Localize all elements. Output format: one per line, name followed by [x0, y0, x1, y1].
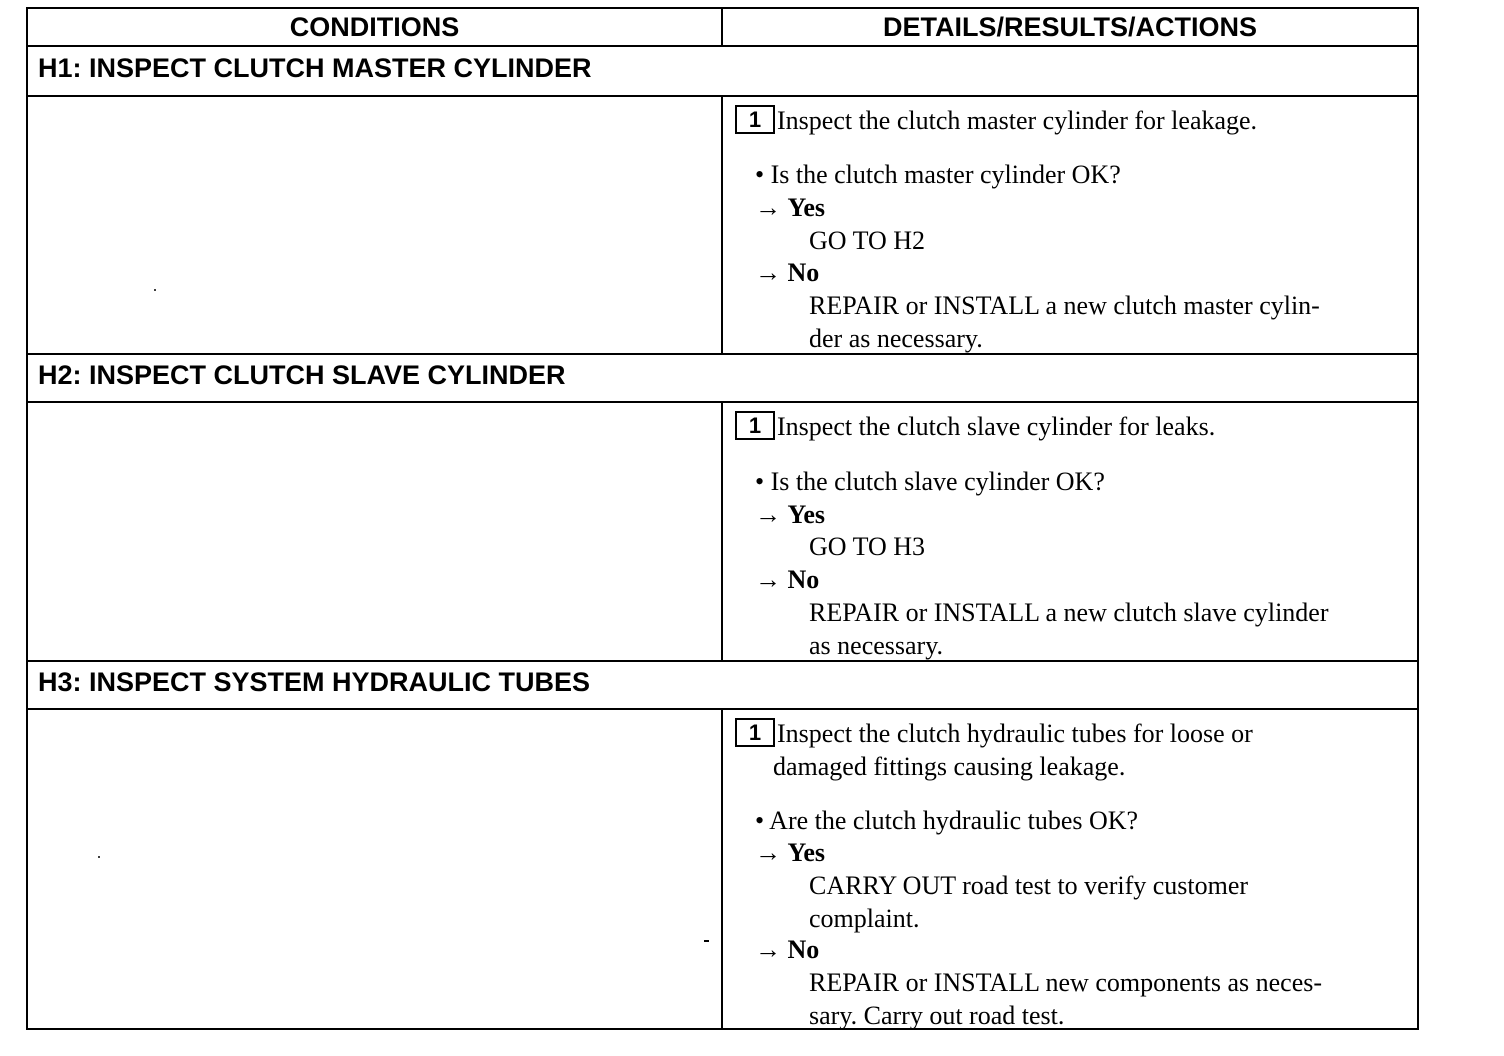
question-h2: • Is the clutch slave cylinder OK?	[755, 467, 1105, 496]
arrow-right-icon: →	[755, 500, 781, 529]
no-label: No	[787, 565, 820, 594]
question-h1: • Is the clutch master cylinder OK?	[755, 160, 1121, 189]
diagnostic-table: CONDITIONS DETAILS/RESULTS/ACTIONS H1: I…	[26, 7, 1419, 1030]
section-title-row-h2: H2: INSPECT CLUTCH SLAVE CYLINDER	[28, 355, 1417, 403]
no-action-h3: REPAIR or INSTALL new components as nece…	[809, 968, 1323, 1030]
section-title-row-h1: H1: INSPECT CLUTCH MASTER CYLINDER	[28, 47, 1417, 97]
arrow-right-icon: →	[755, 838, 781, 867]
no-action-h1: REPAIR or INSTALL a new clutch master cy…	[809, 291, 1320, 353]
step-text: Inspect the clutch slave cylinder for le…	[777, 412, 1216, 441]
step-number-box: 1	[735, 105, 775, 134]
arrow-right-icon: →	[755, 258, 781, 287]
step-number-box: 1	[735, 411, 775, 440]
conditions-cell-h2	[28, 403, 723, 660]
step-number-box: 1	[735, 718, 775, 747]
yes-action-h3: CARRY OUT road test to verify customer c…	[809, 871, 1249, 933]
yes-action-h1: GO TO H2	[809, 226, 926, 255]
yes-action-h2: GO TO H3	[809, 532, 926, 561]
arrow-right-icon: →	[755, 193, 781, 222]
step-text: Inspect the clutch master cylinder for l…	[777, 106, 1258, 135]
yes-branch-h1: → Yes	[755, 192, 825, 225]
section-title-row-h3: H3: INSPECT SYSTEM HYDRAULIC TUBES	[28, 662, 1417, 710]
conditions-cell-h1	[28, 97, 723, 353]
no-action-h2: REPAIR or INSTALL a new clutch slave cyl…	[809, 598, 1329, 660]
yes-label: Yes	[787, 500, 826, 529]
no-branch-h3: → No	[755, 934, 819, 967]
no-label: No	[787, 935, 820, 964]
arrow-right-icon: →	[755, 565, 781, 594]
no-branch-h2: → No	[755, 564, 819, 597]
question-h3: • Are the clutch hydraulic tubes OK?	[755, 806, 1139, 835]
step-text-line2: damaged fittings causing leakage.	[773, 752, 1126, 781]
conditions-cell-h3	[28, 710, 723, 1028]
no-label: No	[787, 258, 820, 287]
section-title-h1: H1: INSPECT CLUTCH MASTER CYLINDER	[38, 53, 592, 83]
table-header-row: CONDITIONS DETAILS/RESULTS/ACTIONS	[28, 9, 1417, 47]
no-branch-h1: → No	[755, 257, 819, 290]
yes-branch-h3: → Yes	[755, 837, 825, 870]
yes-label: Yes	[787, 838, 826, 867]
yes-label: Yes	[787, 193, 826, 222]
arrow-right-icon: →	[755, 935, 781, 964]
yes-branch-h2: → Yes	[755, 499, 825, 532]
section-title-h2: H2: INSPECT CLUTCH SLAVE CYLINDER	[38, 360, 566, 390]
step-text: Inspect the clutch hydraulic tubes for l…	[777, 719, 1253, 748]
section-title-h3: H3: INSPECT SYSTEM HYDRAULIC TUBES	[38, 667, 591, 697]
conditions-column-header: CONDITIONS	[28, 9, 723, 45]
details-column-header: DETAILS/RESULTS/ACTIONS	[882, 12, 1257, 42]
